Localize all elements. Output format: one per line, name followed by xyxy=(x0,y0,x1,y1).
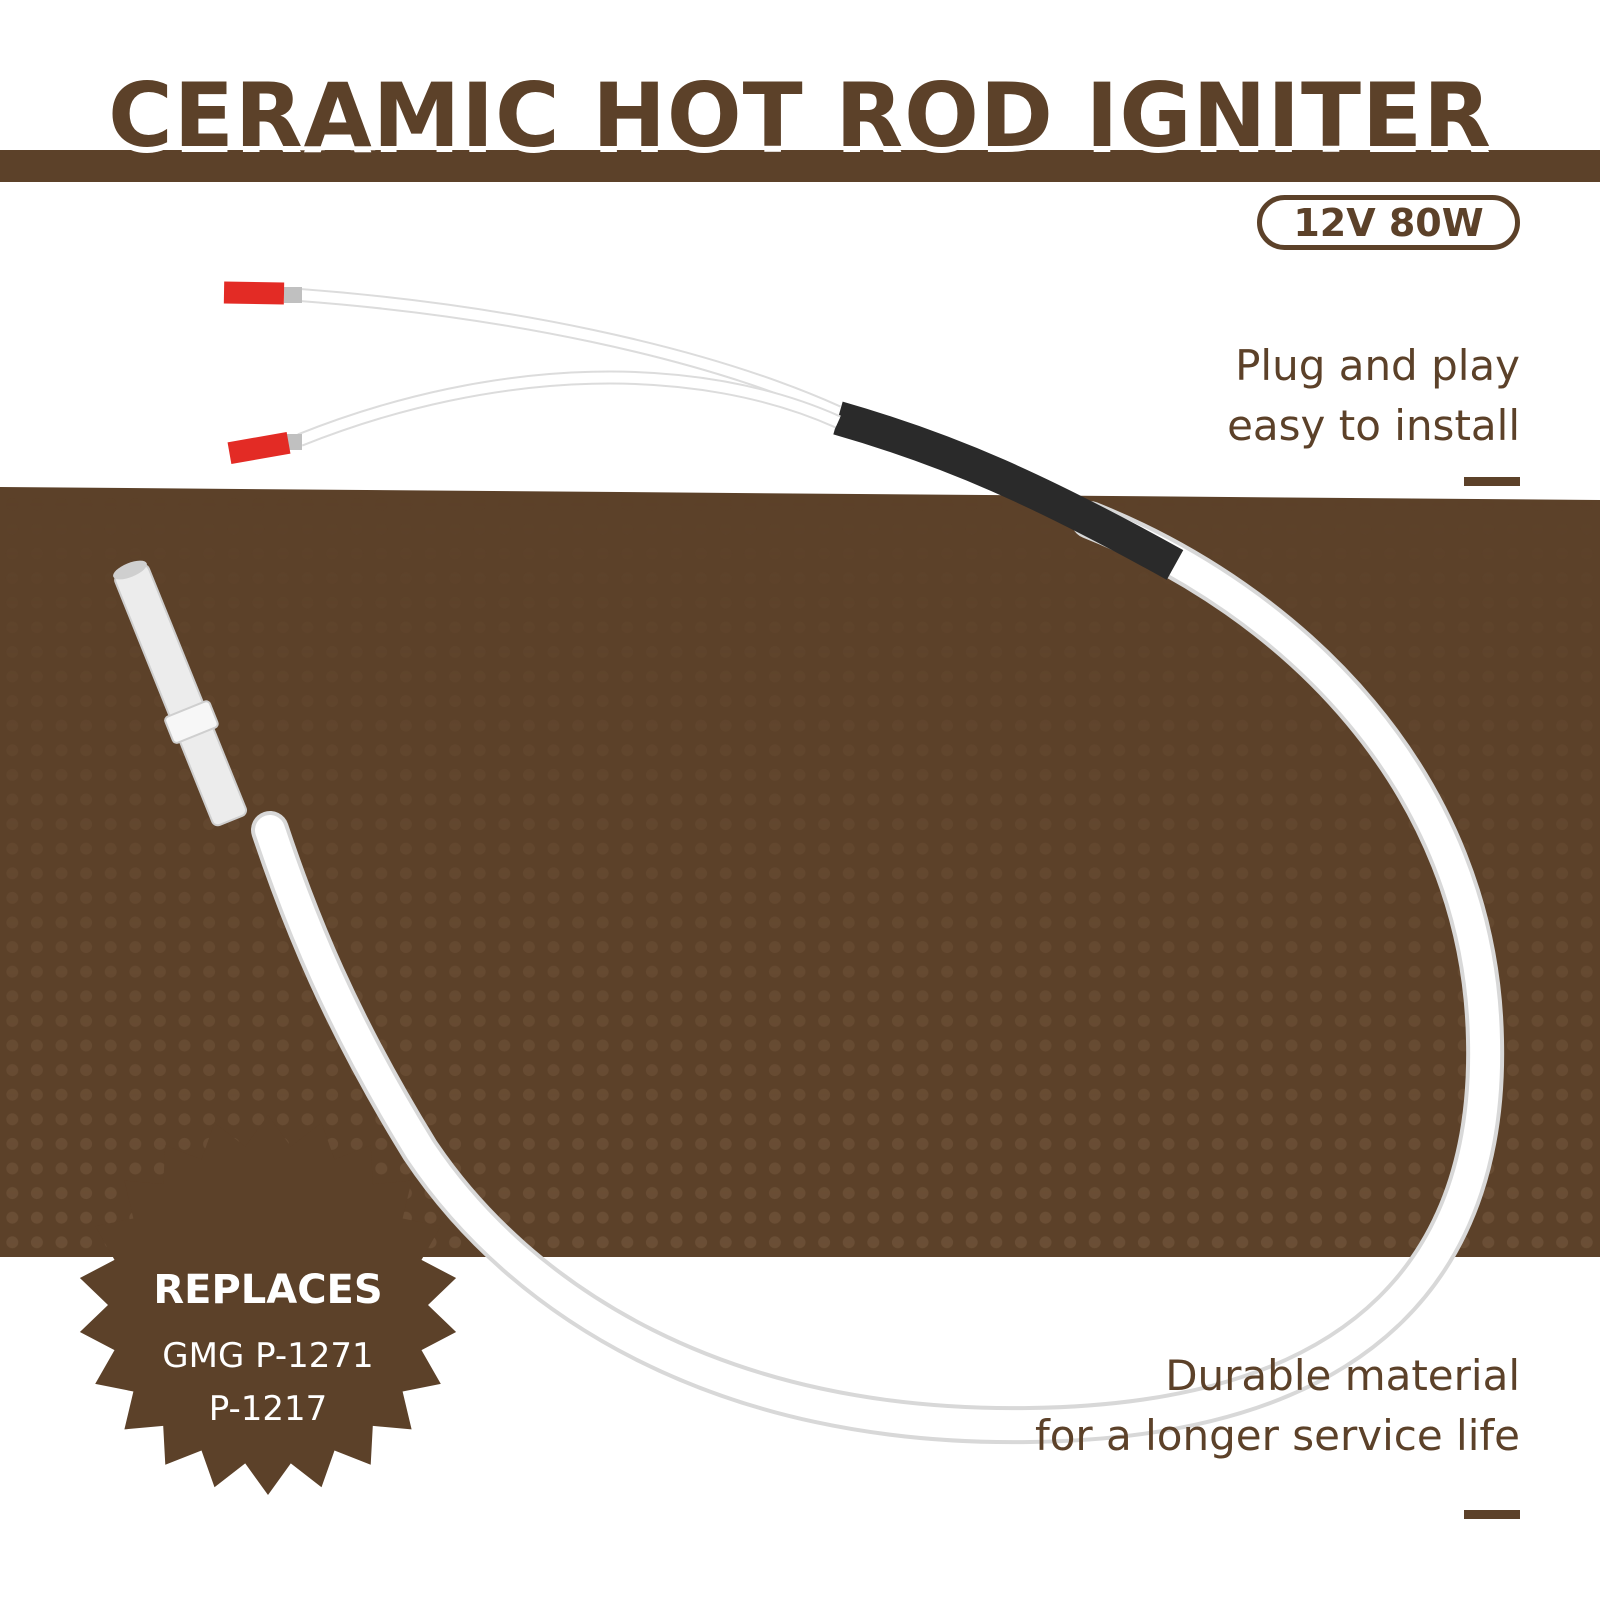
feature-line: Plug and play xyxy=(1235,341,1520,390)
red-terminal-lower xyxy=(227,431,291,465)
red-terminal-upper xyxy=(223,281,285,305)
feature-line: Durable material xyxy=(1165,1351,1520,1400)
ceramic-rod xyxy=(113,560,248,827)
feature-line: for a longer service life xyxy=(1034,1411,1520,1460)
divider-dash xyxy=(1464,1510,1520,1519)
badge-part-number: P-1217 xyxy=(208,1389,328,1429)
heat-shrink-sleeve xyxy=(833,401,1184,580)
badge-title: REPLACES xyxy=(153,1267,383,1313)
dot-pattern xyxy=(0,487,1600,1257)
replaces-badge-starburst xyxy=(79,1115,457,1495)
feature-durable-material: Durable material for a longer service li… xyxy=(1035,1346,1520,1466)
igniter-illustration xyxy=(113,281,1505,1445)
page-title: CERAMIC HOT ROD IGNITER xyxy=(108,64,1492,167)
divider-dash xyxy=(1464,477,1520,486)
spec-badge: 12V 80W xyxy=(1257,195,1520,250)
feature-line: easy to install xyxy=(1227,401,1520,450)
top-brown-band xyxy=(0,150,1600,182)
feature-plug-and-play: Plug and play easy to install xyxy=(1227,336,1520,456)
badge-part-number: GMG P-1271 xyxy=(162,1336,374,1376)
